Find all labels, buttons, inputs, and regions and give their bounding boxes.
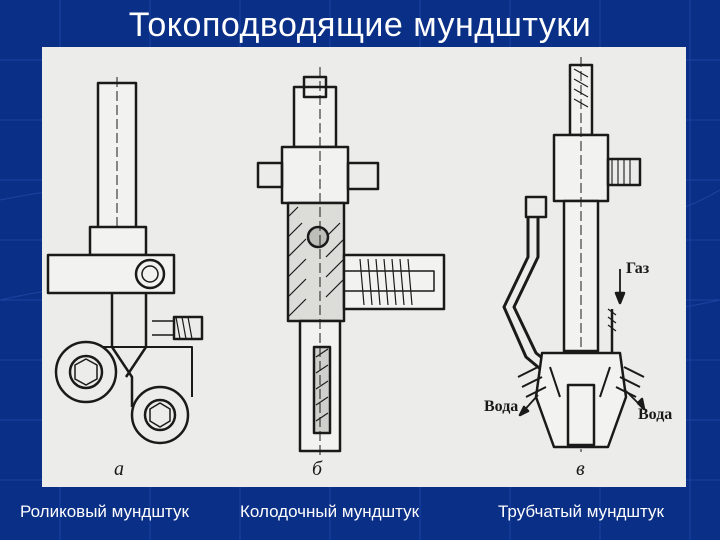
- label-b: б: [312, 458, 323, 480]
- slide-title: Токоподводящие мундштуки: [128, 6, 592, 44]
- caption-tubular: Трубчатый мундштук: [498, 502, 664, 521]
- gas-label: Газ: [626, 260, 650, 277]
- tubular-tip-drawing: [502, 57, 646, 452]
- caption-shoe: Колодочный мундштук: [240, 502, 420, 521]
- water-left-label: Вода: [484, 398, 518, 415]
- figure-panel: а б в Газ Вода Вода: [42, 47, 686, 487]
- water-right-label: Вода: [638, 406, 672, 423]
- roller-tip-drawing: [46, 77, 204, 445]
- contact-tips-drawing: а б в Газ Вода Вода: [46, 57, 672, 480]
- label-a: а: [114, 458, 124, 480]
- label-c: в: [576, 458, 585, 480]
- caption-roller: Роликовый мундштук: [20, 502, 189, 521]
- shoe-tip-drawing: [256, 67, 446, 457]
